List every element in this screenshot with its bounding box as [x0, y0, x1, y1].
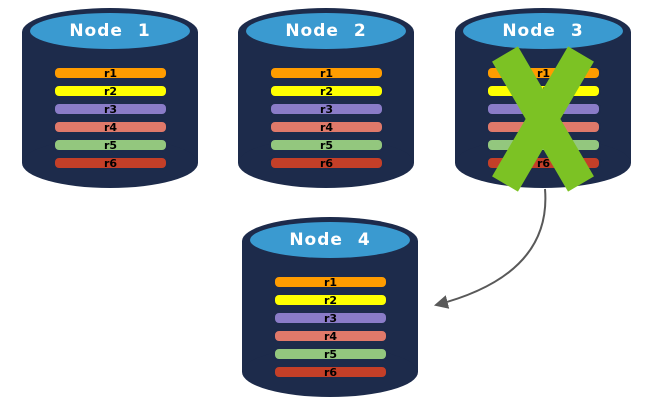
range-label: r6	[536, 156, 551, 170]
range-bar: r1	[53, 66, 168, 80]
transfer-arrow-icon	[433, 188, 547, 309]
node-1: Node 1 r1 r2 r3 r4 r5 r6	[22, 8, 198, 188]
range-bar: r2	[269, 84, 384, 98]
range-label: r6	[103, 156, 118, 170]
range-bar: r2	[53, 84, 168, 98]
range-bar: r6	[269, 156, 384, 170]
range-label: r3	[323, 311, 338, 325]
range-bar: r5	[273, 347, 388, 361]
range-bar: r3	[53, 102, 168, 116]
range-label: r1	[536, 66, 551, 80]
range-label: r3	[319, 102, 334, 116]
range-list: r1 r2 r3 r4 r5 r6	[273, 275, 388, 379]
range-label: r5	[323, 347, 338, 361]
range-label: r1	[319, 66, 334, 80]
range-bar: r3	[273, 311, 388, 325]
range-bar: r6	[273, 365, 388, 379]
range-bar: r1	[273, 275, 388, 289]
range-bar: r1	[269, 66, 384, 80]
node-3: Node 3 r1 r2 r3 r4 r5 r6	[455, 8, 631, 192]
range-label: r6	[323, 365, 338, 379]
range-label: r2	[319, 84, 334, 98]
range-bar: r5	[53, 138, 168, 152]
range-label: r3	[103, 102, 118, 116]
range-label: r1	[103, 66, 118, 80]
range-list: r1 r2 r3 r4 r5 r6	[269, 66, 384, 170]
range-bar: r4	[269, 120, 384, 134]
range-bar: r3	[269, 102, 384, 116]
node-title: Node 2	[285, 21, 367, 41]
range-bar: r4	[273, 329, 388, 343]
node-title: Node 4	[289, 230, 371, 250]
range-label: r5	[319, 138, 334, 152]
range-label: r4	[319, 120, 334, 134]
range-bar: r2	[273, 293, 388, 307]
failure-x-icon	[492, 46, 594, 192]
range-label: r6	[319, 156, 334, 170]
range-label: r5	[103, 138, 118, 152]
node-title: Node 1	[69, 21, 151, 41]
range-list: r1 r2 r3 r4 r5 r6	[53, 66, 168, 170]
node-title: Node 3	[502, 21, 584, 41]
range-label: r2	[103, 84, 118, 98]
node-2: Node 2 r1 r2 r3 r4 r5 r6	[238, 8, 414, 188]
node-4: Node 4 r1 r2 r3 r4 r5 r6	[242, 217, 418, 397]
range-bar: r5	[269, 138, 384, 152]
range-label: r1	[323, 275, 338, 289]
range-label: r4	[103, 120, 118, 134]
range-label: r2	[323, 293, 338, 307]
range-label: r4	[323, 329, 338, 343]
range-bar: r6	[53, 156, 168, 170]
range-bar: r4	[53, 120, 168, 134]
